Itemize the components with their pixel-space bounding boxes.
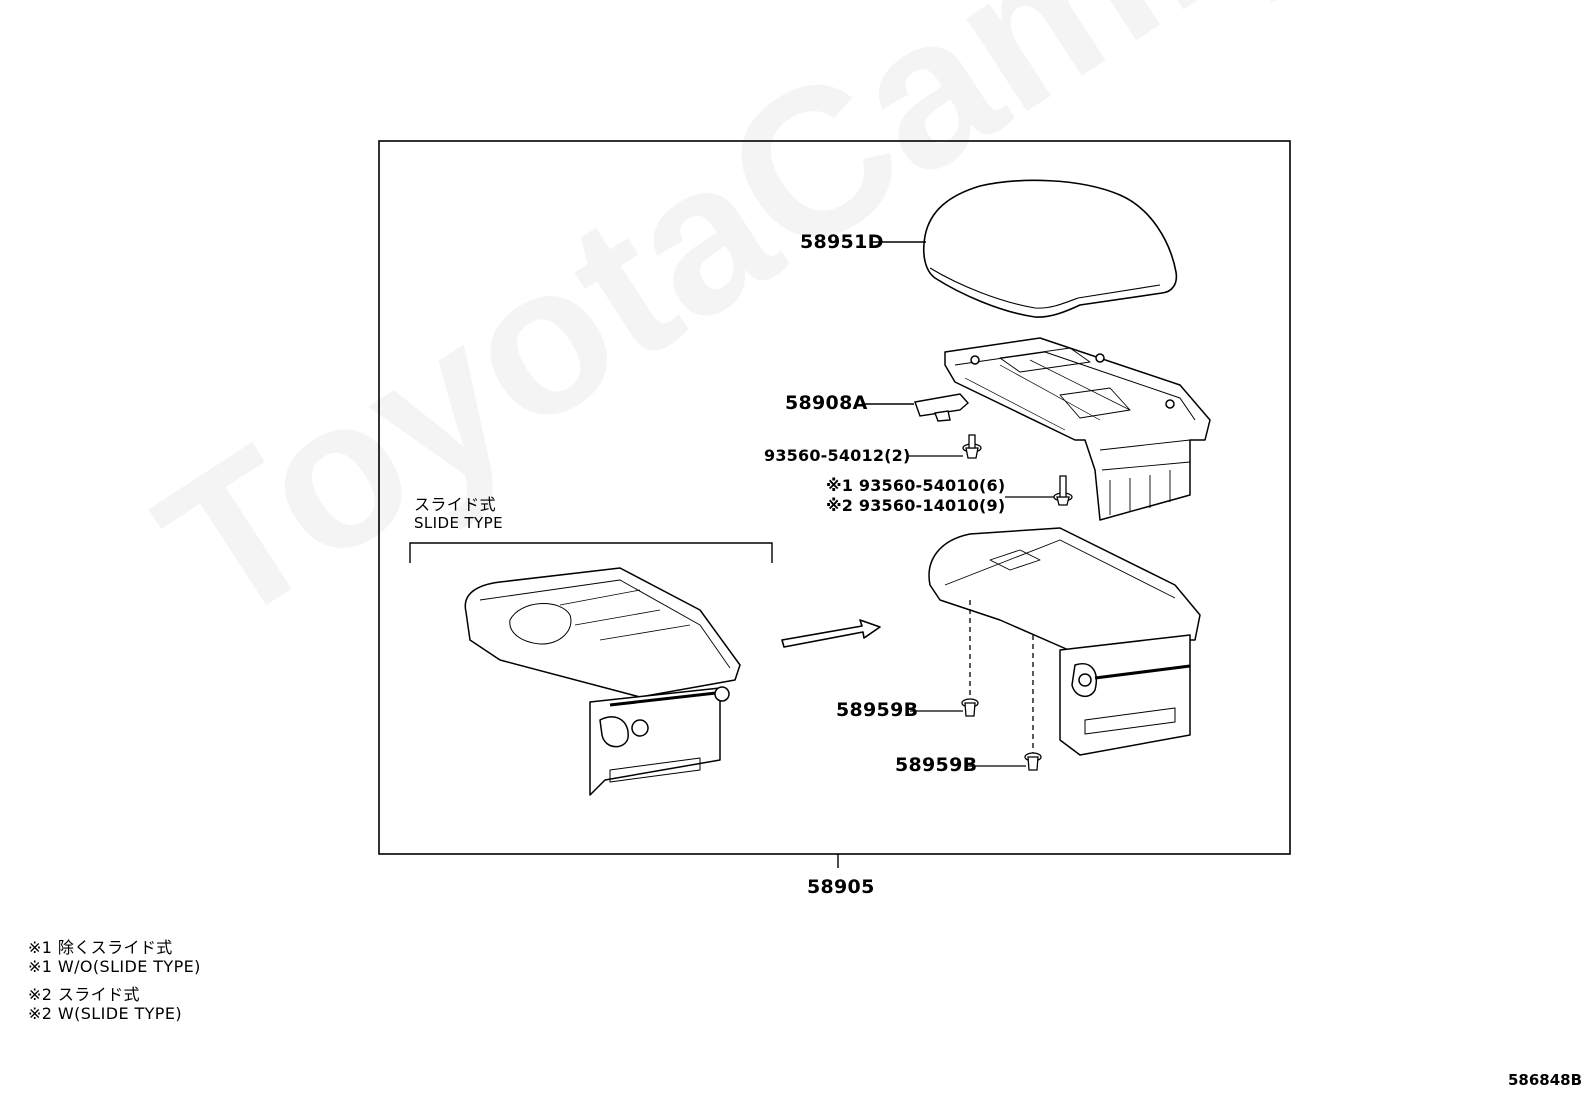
callout-screw-a: 93560-54012(2) [764, 446, 911, 465]
callout-cover: 58951D [800, 231, 884, 253]
screw-b-part [1053, 475, 1073, 506]
figure-reference: 586848B [1508, 1071, 1583, 1089]
footnote-2-jp: ※2 スライド式 [28, 985, 140, 1004]
slide-arrow [781, 619, 881, 648]
upper-tray-part [944, 337, 1211, 521]
armrest-cover-part [922, 179, 1178, 318]
callout-screw-b2: ※2 93560-14010(9) [826, 496, 1006, 515]
callout-pin-2: 58959B [895, 754, 978, 776]
pin2-part [1024, 752, 1042, 771]
callout-pin-1: 58959B [836, 699, 919, 721]
slide-type-en: SLIDE TYPE [414, 514, 503, 532]
pin1-part [961, 698, 979, 717]
slide-type-bracket [409, 542, 773, 563]
footnote-2-en: ※2 W(SLIDE TYPE) [28, 1004, 182, 1023]
callout-clip: 58908A [785, 392, 868, 414]
callout-assembly: 58905 [807, 876, 875, 898]
footnote-1-jp: ※1 除くスライド式 [28, 938, 173, 957]
clip-part [914, 393, 969, 422]
assembly-frame [378, 140, 1291, 855]
slide-type-assembly-part [464, 567, 741, 796]
lower-base-part [928, 527, 1201, 756]
footnote-1-en: ※1 W/O(SLIDE TYPE) [28, 957, 201, 976]
screw-a-part [962, 434, 982, 459]
callout-screw-b1: ※1 93560-54010(6) [826, 476, 1006, 495]
slide-type-jp: スライド式 [414, 495, 497, 514]
